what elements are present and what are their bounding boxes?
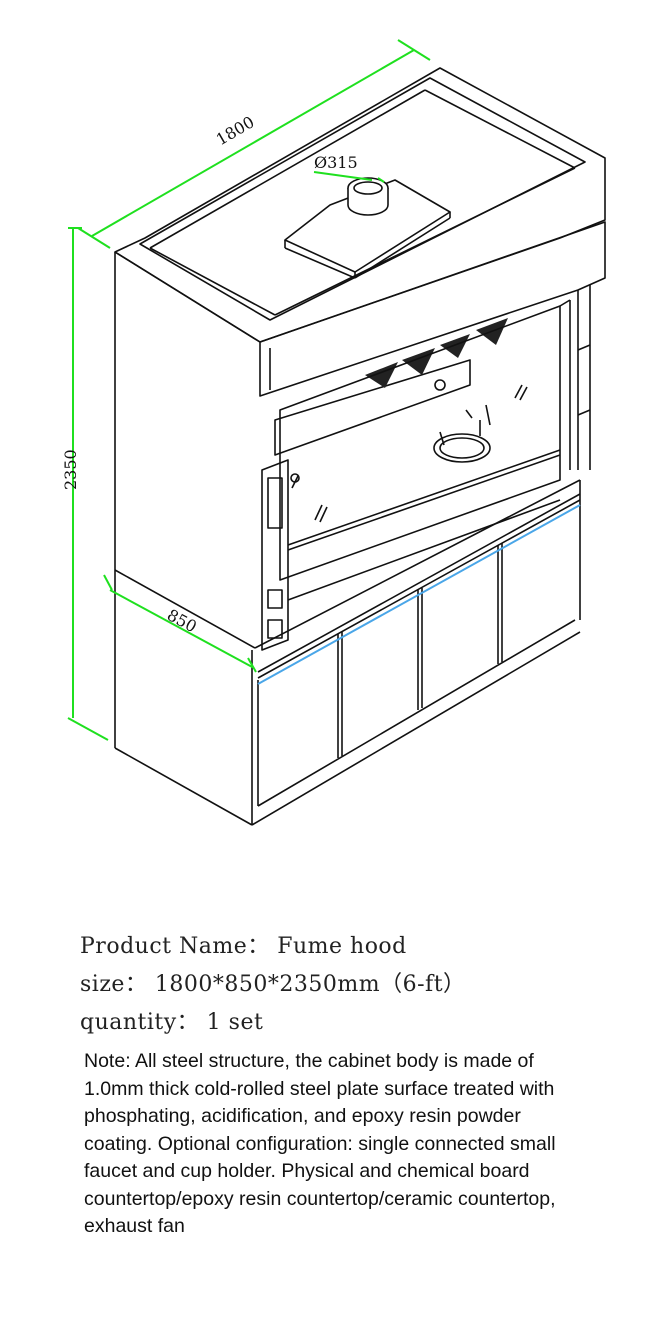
sash-window: [279, 285, 591, 601]
exhaust-duct: [347, 177, 389, 216]
height-label: 2350: [61, 449, 80, 490]
faucet-cup-holder: [433, 404, 491, 463]
duct-diameter-label: Ø315: [314, 153, 358, 172]
product-name: Product Name： Fume hood: [80, 934, 407, 959]
fume-hood-drawing: 1800 2350 850 Ø315: [61, 39, 606, 826]
exhaust-hood: [284, 179, 451, 279]
product-size: size： 1800*850*2350mm（6-ft）: [80, 972, 466, 997]
product-note: Note: All steel structure, the cabinet b…: [84, 1050, 556, 1237]
duct-leader-line: [313, 171, 385, 183]
light-strip: [257, 504, 581, 685]
depth-dimension-line: [103, 574, 257, 673]
product-quantity: quantity： 1 set: [80, 1010, 264, 1035]
height-dimension-line: [67, 227, 109, 741]
front-header: [259, 221, 606, 456]
upper-cabinet: [114, 67, 606, 570]
width-dimension-line: [77, 39, 431, 249]
lower-base: [114, 479, 581, 826]
header-vents: [365, 318, 508, 388]
base-doors: [337, 543, 503, 758]
depth-label: 850: [164, 605, 200, 636]
